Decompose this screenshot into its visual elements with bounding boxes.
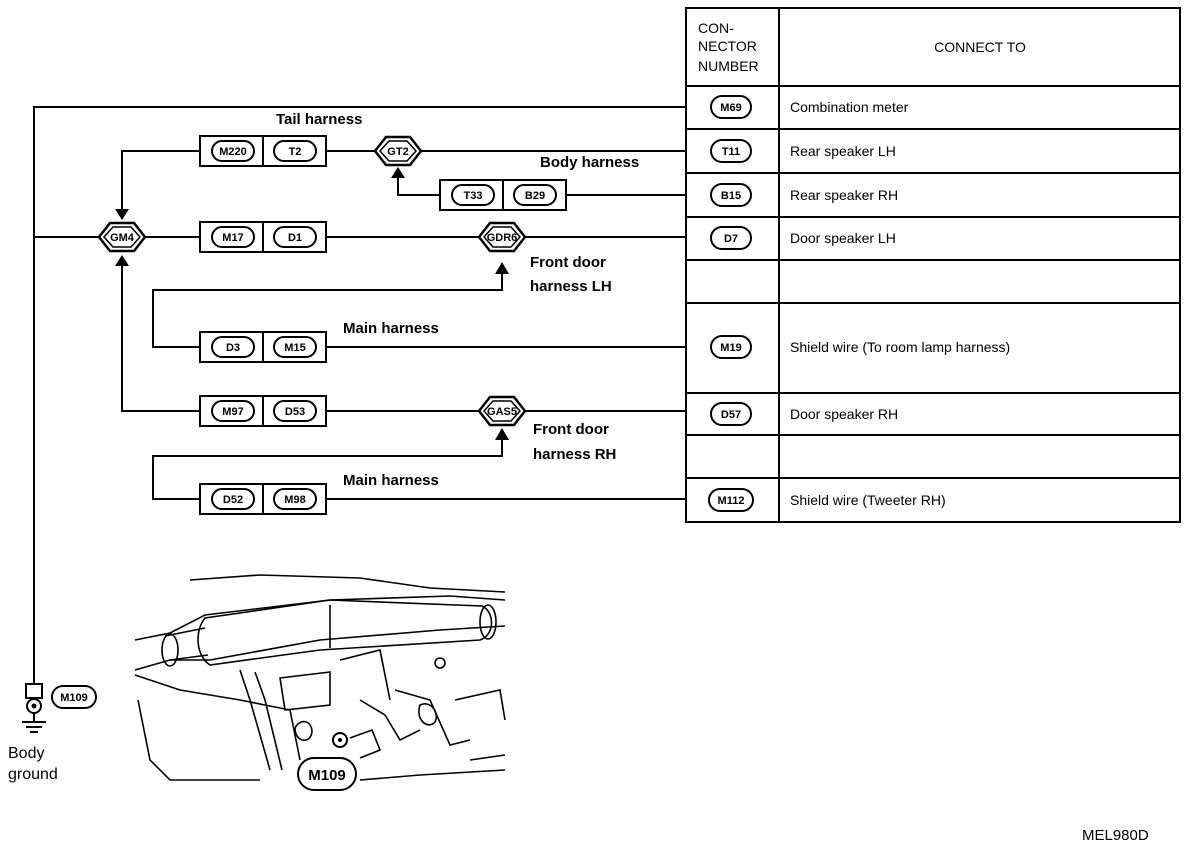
row-connect-to: Door speaker LH: [790, 230, 896, 246]
arrow-up-icon: [495, 262, 509, 274]
arrow-down-icon: [115, 209, 129, 220]
table-header-number-line1: CON-: [698, 20, 734, 36]
connector-pair-tail: M220 T2: [199, 135, 327, 167]
svg-text:B29: B29: [525, 190, 545, 202]
connector-table: CON- NECTOR NUMBER CONNECT TO M69 Combin…: [685, 7, 1181, 523]
row-connect-to: Shield wire (To room lamp harness): [790, 339, 1010, 355]
table-row: M69 Combination meter: [710, 95, 909, 119]
svg-text:M109: M109: [60, 692, 88, 704]
row-connector: M112: [718, 495, 745, 507]
arrow-up-icon: [115, 255, 129, 266]
table-header-number-line3: NUMBER: [698, 58, 759, 74]
row-connector: T11: [722, 146, 740, 158]
svg-text:M220: M220: [219, 146, 247, 158]
svg-text:T2: T2: [289, 146, 302, 158]
svg-text:M98: M98: [284, 494, 305, 506]
table-row: M19 Shield wire (To room lamp harness): [710, 335, 1010, 359]
row-connector: D7: [724, 233, 738, 245]
row-connect-to: Door speaker RH: [790, 406, 898, 422]
svg-text:T33: T33: [464, 190, 483, 202]
svg-text:GDR6: GDR6: [487, 232, 518, 244]
svg-text:GM4: GM4: [110, 232, 135, 244]
row-connect-to: Combination meter: [790, 99, 909, 115]
label-main-harness-2: Main harness: [343, 472, 439, 489]
table-row: B15 Rear speaker RH: [710, 183, 898, 207]
row-connect-to: Shield wire (Tweeter RH): [790, 492, 946, 508]
connector-pair-main-2: D52 M98: [199, 483, 327, 515]
joint-gm4: GM4: [97, 221, 147, 253]
svg-text:M97: M97: [222, 406, 243, 418]
svg-text:D1: D1: [288, 232, 302, 244]
svg-text:M15: M15: [284, 342, 305, 354]
table-row: D7 Door speaker LH: [710, 226, 896, 250]
table-row: D57 Door speaker RH: [710, 402, 898, 426]
row-connect-to: Rear speaker RH: [790, 187, 898, 203]
table-header-number-line2: NECTOR: [698, 38, 757, 54]
label-front-door-rh-1: Front door: [533, 421, 609, 438]
row-connector: M69: [720, 102, 741, 114]
arrow-up-icon: [391, 167, 405, 178]
connector-pair-door-rh: M97 D53: [199, 395, 327, 427]
label-main-harness-1: Main harness: [343, 320, 439, 337]
svg-text:D53: D53: [285, 406, 305, 418]
label-front-door-lh-2: harness LH: [530, 278, 612, 295]
svg-text:D3: D3: [226, 342, 240, 354]
wires: [33, 106, 686, 684]
row-connector: M19: [720, 342, 741, 354]
vehicle-illustration: [134, 574, 506, 781]
arrow-up-icon: [495, 428, 509, 440]
ground-connector: M109: [51, 685, 97, 709]
svg-text:GAS5: GAS5: [487, 406, 517, 418]
arrows: [115, 167, 509, 440]
row-connector: B15: [721, 190, 741, 202]
connector-pair-body: T33 B29: [439, 179, 567, 211]
label-body-harness: Body harness: [540, 154, 639, 171]
row-connect-to: Rear speaker LH: [790, 143, 896, 159]
ground-callout: M109: [297, 757, 357, 791]
svg-text:M17: M17: [222, 232, 243, 244]
joint-gdr6: GDR6: [477, 221, 527, 253]
connector-pair-door-lh: M17 D1: [199, 221, 327, 253]
joint-gt2: GT2: [373, 135, 423, 167]
ground-label-line2: ground: [8, 766, 58, 783]
table-row: M112 Shield wire (Tweeter RH): [708, 488, 946, 512]
label-front-door-lh-1: Front door: [530, 254, 606, 271]
table-row: T11 Rear speaker LH: [710, 139, 896, 163]
ground-symbol: [22, 683, 46, 733]
label-tail-harness: Tail harness: [276, 111, 362, 128]
figure-code: MEL980D: [1082, 827, 1149, 844]
svg-text:M109: M109: [308, 767, 346, 784]
ground-label-line1: Body: [8, 745, 44, 762]
connector-pair-main-1: D3 M15: [199, 331, 327, 363]
joint-gas5: GAS5: [477, 395, 527, 427]
row-connector: D57: [721, 409, 741, 421]
svg-text:GT2: GT2: [387, 146, 408, 158]
label-front-door-rh-2: harness RH: [533, 446, 616, 463]
svg-text:D52: D52: [223, 494, 243, 506]
table-header-connect: CONNECT TO: [934, 39, 1026, 55]
